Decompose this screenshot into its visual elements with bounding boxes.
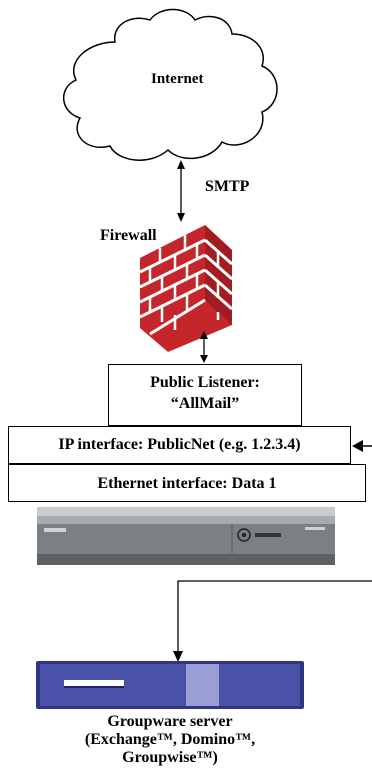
smtp-label: SMTP — [205, 178, 250, 195]
public-listener-box: Public Listener: “AllMail” — [108, 364, 302, 426]
cloud-icon — [62, 8, 278, 161]
firewall-label: Firewall — [100, 227, 157, 244]
ip-interface-label: IP interface: PublicNet (e.g. 1.2.3.4) — [58, 436, 301, 453]
smtp-arrow — [177, 160, 185, 222]
groupware-caption-line3: Groupwise™) — [122, 749, 218, 766]
ip-interface-box: IP interface: PublicNet (e.g. 1.2.3.4) — [8, 426, 351, 464]
firewall-listener-arrow — [200, 331, 208, 363]
internet-label: Internet — [151, 71, 204, 87]
groupware-caption-line1: Groupware server — [107, 713, 233, 730]
ethernet-interface-label: Ethernet interface: Data 1 — [97, 475, 277, 492]
appliance-icon — [37, 507, 335, 565]
ethernet-interface-box: Ethernet interface: Data 1 — [8, 464, 366, 502]
groupware-caption-line2: (Exchange™, Domino™, — [84, 731, 256, 748]
server-connection-arrow — [173, 580, 372, 662]
listener-name: “AllMail” — [170, 395, 240, 412]
incoming-arrow — [352, 440, 372, 452]
listener-title: Public Listener: — [150, 374, 260, 391]
server-icon — [36, 661, 304, 709]
brick-wall-icon — [139, 225, 233, 352]
